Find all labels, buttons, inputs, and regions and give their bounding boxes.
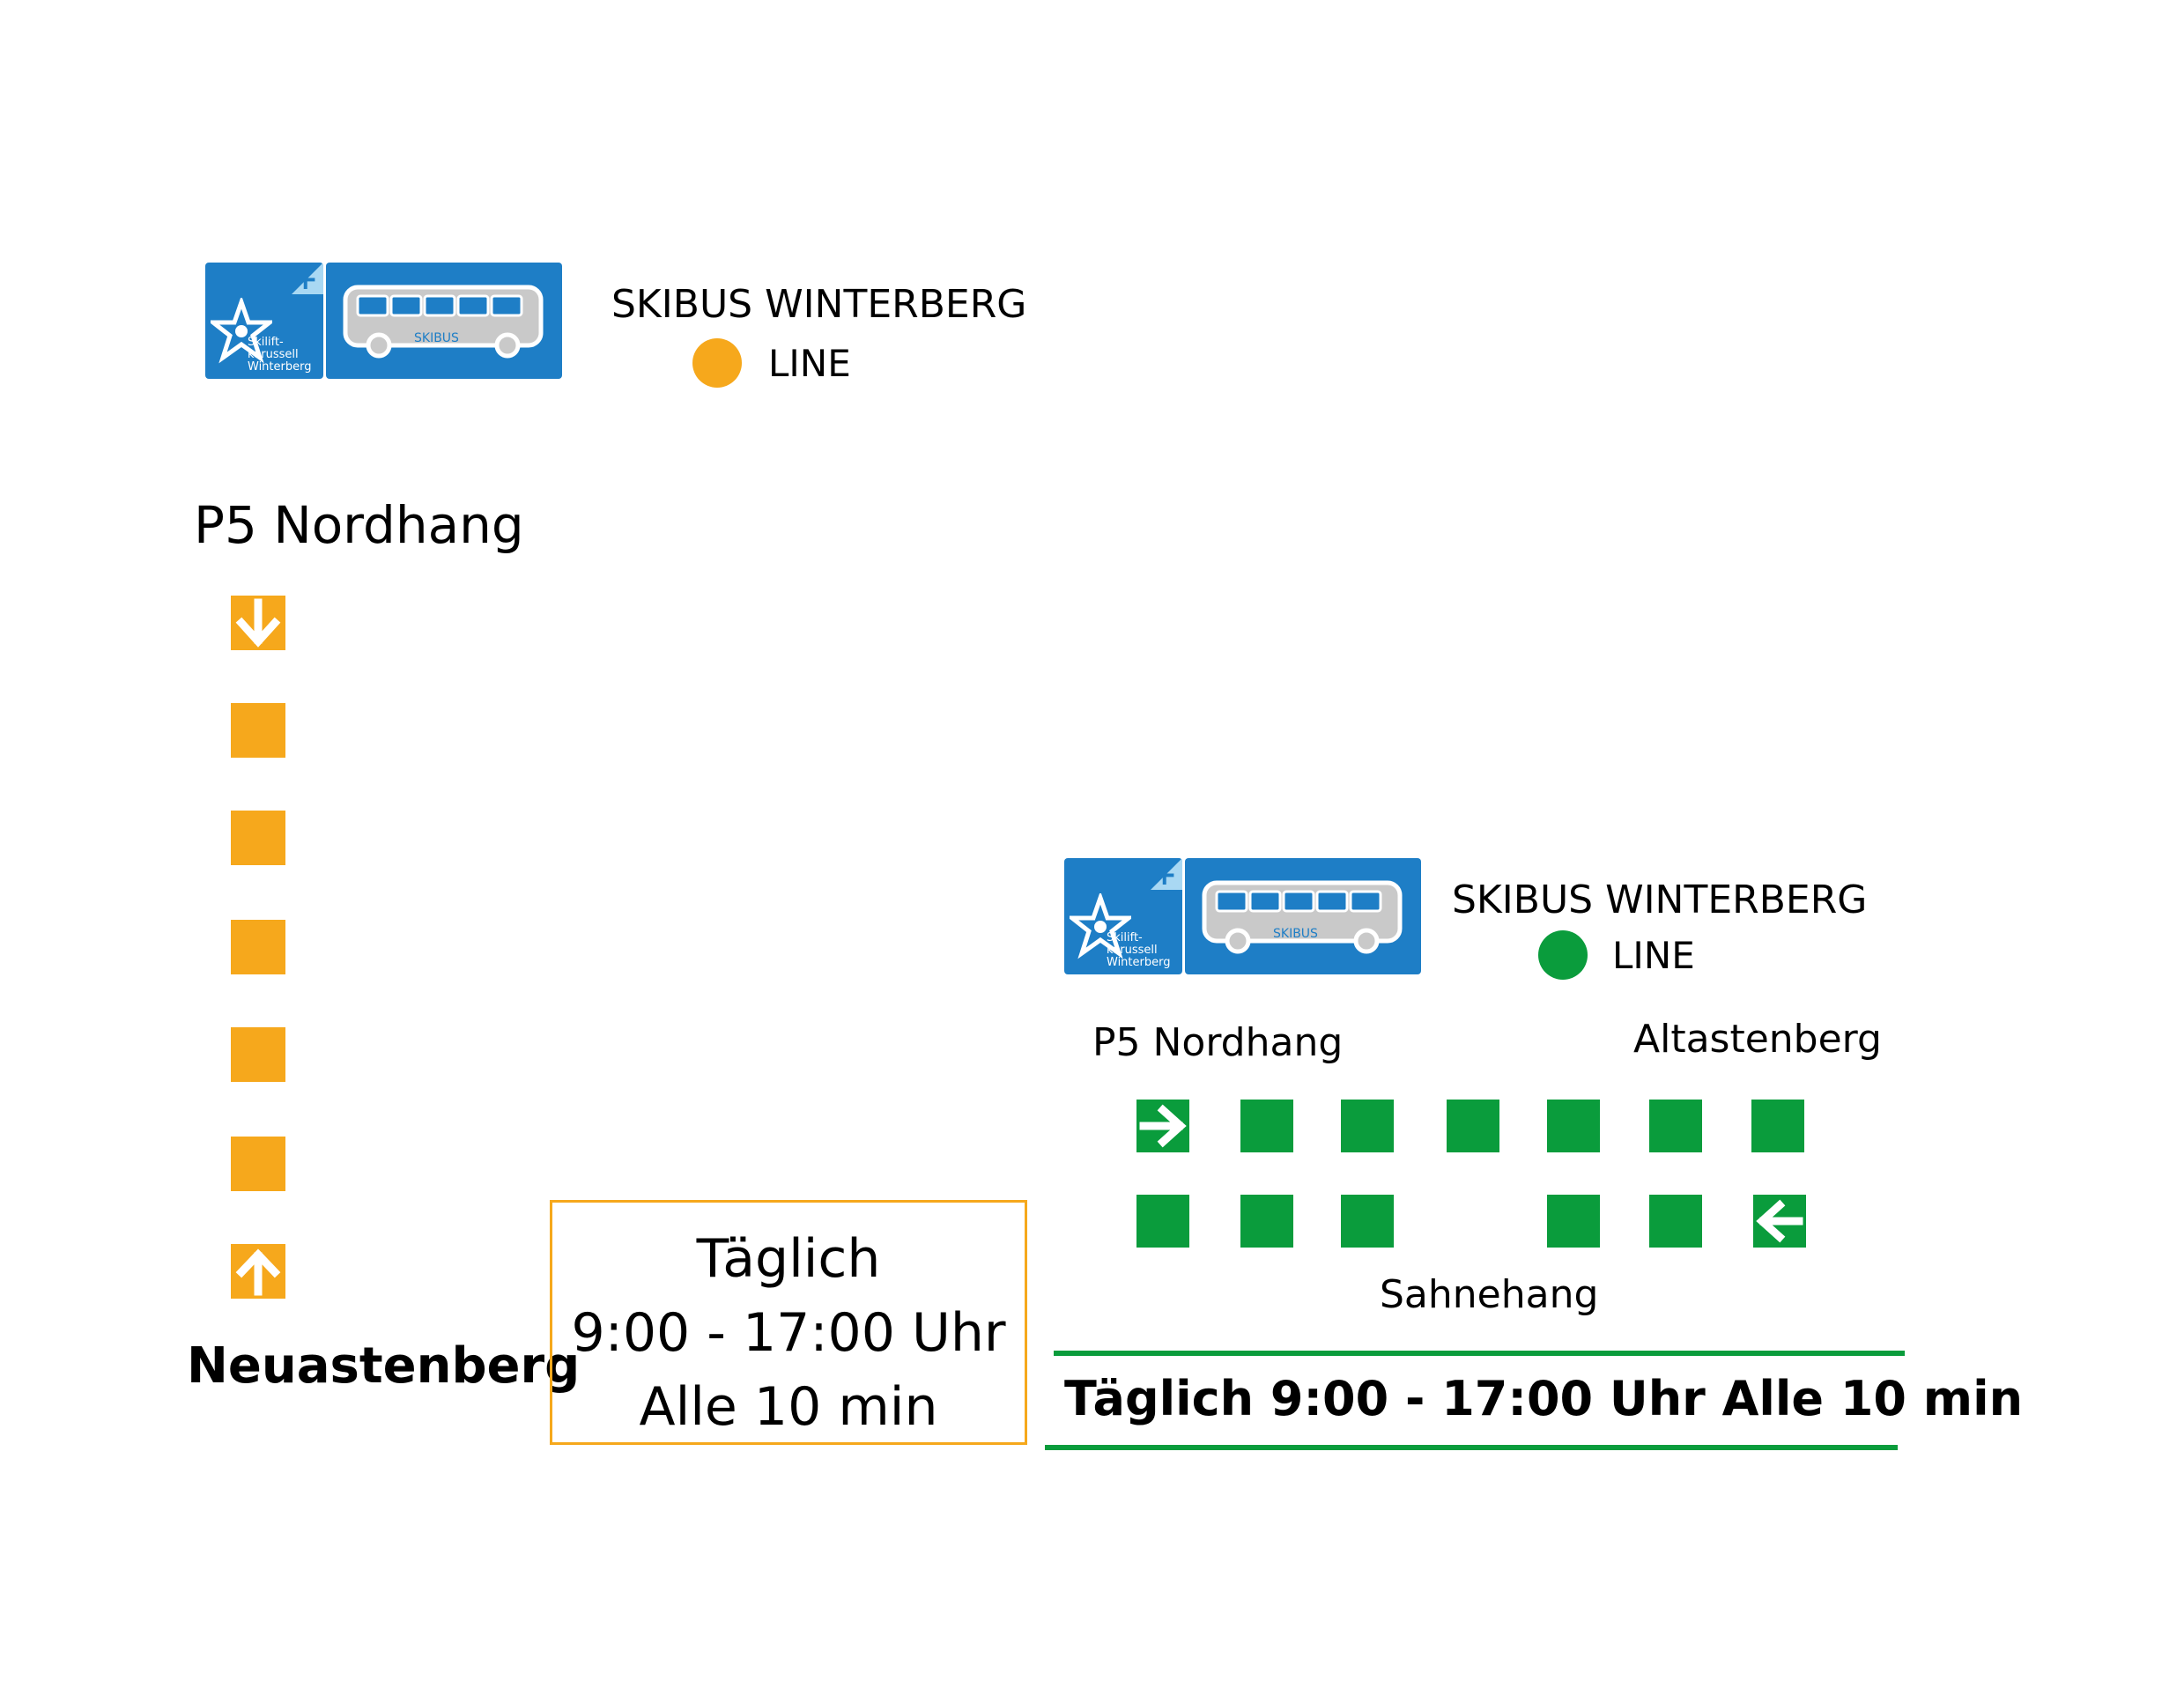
logo-corner: +	[292, 263, 323, 294]
green-stop-bottom: Sahnehang	[1380, 1272, 1599, 1317]
orange-schedule-box: Täglich 9:00 - 17:00 Uhr Alle 10 min	[550, 1200, 1027, 1445]
logo-line1: Skilift-	[1107, 931, 1143, 944]
schedule-line1: Täglich	[696, 1228, 881, 1290]
green-line-label: LINE	[1612, 934, 1695, 977]
green-stop-left: P5 Nordhang	[1092, 1020, 1344, 1065]
green-stop	[1547, 1195, 1600, 1248]
schedule-line3: Alle 10 min	[639, 1376, 938, 1438]
orange-line-title: SKIBUS WINTERBERG	[611, 282, 1027, 327]
orange-stop	[231, 703, 285, 758]
green-rule-top	[1054, 1351, 1905, 1356]
arrow-up-icon	[231, 1244, 285, 1299]
green-stop	[1240, 1195, 1293, 1248]
logo-line3: Winterberg	[248, 360, 312, 374]
orange-stop	[231, 1137, 285, 1191]
logo-text: Skilift- karussell Winterberg	[248, 337, 311, 374]
green-stop	[1751, 1100, 1804, 1152]
orange-stop	[231, 920, 285, 974]
logo-line3: Winterberg	[1107, 956, 1171, 969]
orange-end-stop: Neuastenberg	[187, 1337, 581, 1395]
green-schedule: Täglich 9:00 - 17:00 Uhr Alle 10 min	[1064, 1371, 2024, 1426]
logo-line1: Skilift-	[248, 336, 284, 349]
green-stop	[1240, 1100, 1293, 1152]
green-stop	[1341, 1195, 1394, 1248]
logo-line2: karussell	[1107, 944, 1158, 957]
green-stop-right: Altastenberg	[1633, 1017, 1882, 1062]
green-line-dot	[1538, 930, 1588, 980]
bus-label: SKIBUS	[1273, 927, 1318, 941]
star-icon	[211, 298, 272, 364]
green-stop	[1649, 1100, 1702, 1152]
orange-start-stop: P5 Nordhang	[194, 495, 524, 555]
bus-label: SKIBUS	[414, 331, 459, 345]
arrow-right-icon	[1136, 1100, 1189, 1152]
green-stop	[1649, 1195, 1702, 1248]
green-stop	[1547, 1100, 1600, 1152]
star-icon	[1070, 893, 1131, 959]
skibus-logo: SKIBUS	[1185, 858, 1421, 974]
plus-icon: +	[1151, 858, 1178, 892]
skiliftkarussell-logo: + Skilift- karussell Winterberg	[205, 263, 323, 379]
bus-icon	[343, 285, 544, 359]
orange-line-label: LINE	[768, 342, 851, 385]
orange-stop	[231, 811, 285, 865]
green-line-title: SKIBUS WINTERBERG	[1452, 878, 1868, 922]
orange-stop	[231, 1027, 285, 1082]
skiliftkarussell-logo: + Skilift- karussell Winterberg	[1064, 858, 1182, 974]
logo-line2: karussell	[248, 348, 299, 361]
arrow-left-icon	[1753, 1195, 1806, 1248]
schedule-line2: 9:00 - 17:00 Uhr	[571, 1302, 1006, 1364]
green-rule-bottom	[1045, 1445, 1898, 1450]
green-stop	[1136, 1195, 1189, 1248]
logo-corner: +	[1151, 858, 1182, 890]
bus-icon	[1202, 880, 1403, 954]
arrow-down-icon	[231, 596, 285, 650]
green-stop	[1447, 1100, 1499, 1152]
orange-line-dot	[692, 338, 742, 388]
green-stop	[1341, 1100, 1394, 1152]
plus-icon: +	[292, 263, 319, 297]
logo-text: Skilift- karussell Winterberg	[1107, 932, 1170, 969]
skibus-logo: SKIBUS	[326, 263, 562, 379]
